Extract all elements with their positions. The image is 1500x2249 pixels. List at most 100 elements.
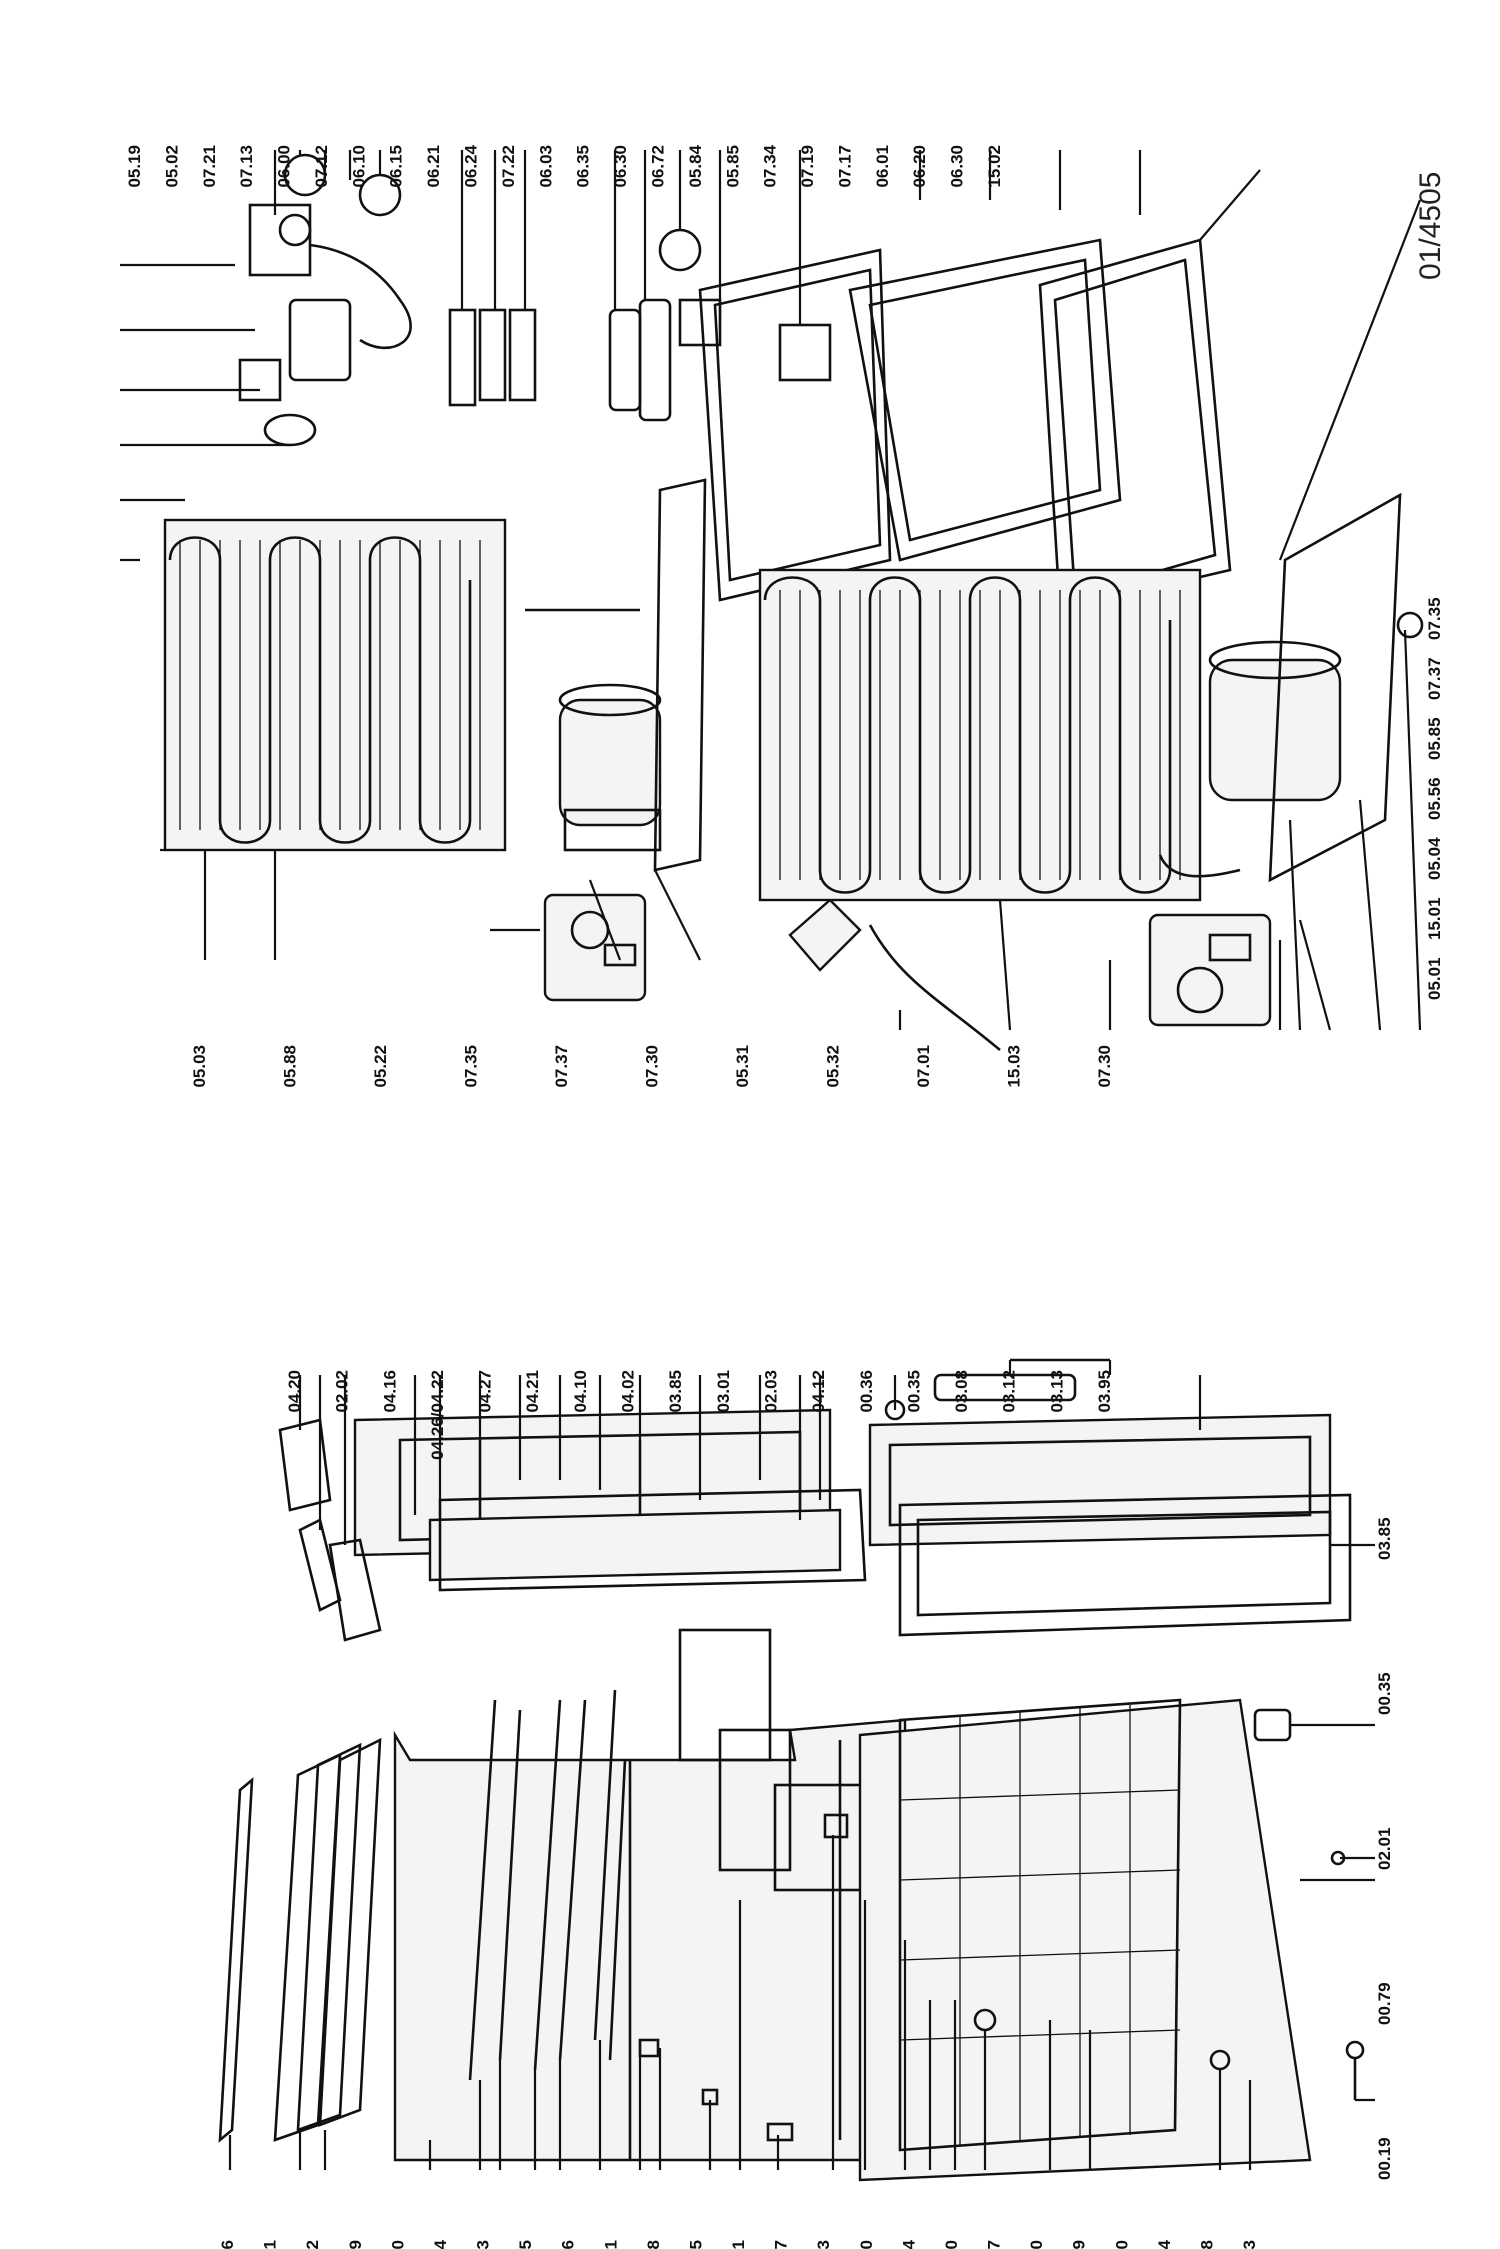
light-switch	[448, 308, 477, 407]
condenser-upper	[163, 518, 507, 852]
door-panel	[428, 1508, 842, 1582]
evaporator-box	[678, 1628, 772, 1762]
evaporator-plate-2	[1038, 238, 1232, 612]
part-number-label: 03.08	[952, 1370, 971, 1413]
glass-shelf	[318, 1737, 382, 2127]
part-number-label: 00.23	[814, 2240, 833, 2249]
part-number-label: 02.43	[474, 2240, 493, 2249]
part-number-label: 15.03	[1005, 1045, 1024, 1088]
part-number-label: 07.21	[200, 145, 219, 188]
part-number-label: 00.79	[1375, 1982, 1394, 2025]
part-number-label: 06.24	[462, 144, 481, 187]
freezer-compartment	[858, 1698, 1312, 2182]
part-number-label: 07.37	[1425, 657, 1444, 700]
part-number-label: 05.85	[723, 145, 742, 188]
part-number-label: 04.16	[380, 1370, 399, 1413]
part-number-label: 07.19	[798, 145, 817, 188]
power-cable	[868, 924, 1001, 1051]
drawing-code: 01/4505	[1414, 172, 1447, 280]
part-number-label: 00.20	[942, 2240, 961, 2249]
part-number-label: 05.32	[824, 1045, 843, 1088]
door-handle	[933, 1373, 1077, 1402]
cooling-section	[120, 150, 1424, 1051]
part-number-label: 00.26	[218, 2240, 237, 2249]
thermostat	[248, 203, 312, 277]
part-number-label: 07.30	[1095, 1045, 1114, 1088]
capillary-tube	[309, 243, 412, 350]
part-number-label: 07.44	[431, 2239, 450, 2249]
part-number-label: 05.02	[162, 145, 181, 188]
evaporator-frame	[698, 248, 892, 602]
part-number-label: 05.03	[190, 1045, 209, 1088]
base-plate-upper	[653, 478, 707, 872]
part-number-label: 07.35	[1425, 597, 1444, 640]
part-number-label: 07.35	[462, 1045, 481, 1088]
part-number-label: 03.95	[1095, 1370, 1114, 1413]
part-number-label: 05.04	[1425, 837, 1444, 880]
base-plate-lower	[1268, 492, 1402, 883]
part-number-label: 00.35	[904, 1370, 923, 1413]
part-number-label: 04.10	[571, 1370, 590, 1413]
part-number-label: 01.08	[644, 2240, 663, 2249]
lamp-holder	[238, 358, 282, 402]
part-number-label: 02.03	[761, 1370, 780, 1413]
condenser-upper-coil	[168, 536, 472, 844]
part-number-label: 07.12	[312, 145, 331, 188]
part-number-label: 00.19	[1375, 2137, 1394, 2180]
part-number-label: 07.30	[643, 1045, 662, 1088]
leader-lines-cabinet	[228, 1360, 1375, 2170]
part-number-label: 06.72	[648, 145, 667, 188]
part-number-label: 02.44	[1155, 2239, 1174, 2249]
part-number-label: 05.69	[1070, 2240, 1089, 2249]
hinge-piece	[1253, 1708, 1292, 1742]
part-number-label: 07.01	[914, 1045, 933, 1088]
part-number-label: 02.40	[388, 2240, 407, 2249]
part-number-label: 02.17	[985, 2240, 1004, 2249]
part-number-label: 00.01	[601, 2240, 620, 2249]
part-number-label: 05.19	[125, 145, 144, 188]
part-number-label: 06.35	[574, 145, 593, 188]
part-number-label: 05.84	[686, 144, 705, 187]
shelf-rail	[218, 1777, 254, 2143]
part-number-label: 00.36	[857, 1370, 876, 1413]
part-number-label: 06.30	[948, 145, 967, 188]
part-number-label: 06.21	[424, 145, 443, 188]
part-number-label: 05.01	[1425, 957, 1444, 1000]
part-number-label: 00.35	[1375, 1672, 1394, 1715]
lamp-bulb	[263, 413, 317, 447]
freezer-door-gasket	[898, 1493, 1352, 1637]
part-number-label: 06.20	[910, 145, 929, 188]
part-number-label: 04.21	[523, 1370, 542, 1413]
part-number-label: 05.31	[733, 1045, 752, 1088]
part-number-label: 00.24	[899, 2239, 918, 2249]
part-number-label: 07.22	[499, 145, 518, 188]
grommet	[1396, 611, 1424, 639]
part-number-label: 04.27	[476, 1370, 495, 1413]
part-number-label: 15.02	[985, 145, 1004, 188]
part-number-label: 00.47	[772, 2240, 791, 2249]
cabinet-section	[218, 1358, 1375, 2182]
part-number-label: 02.40	[1112, 2240, 1131, 2249]
part-number-label: 00.22	[303, 2240, 322, 2249]
freezer-basket	[898, 1698, 1182, 2152]
condenser-lower-fins	[779, 590, 1181, 880]
part-number-label: 07.13	[237, 145, 256, 188]
freezer-door	[868, 1413, 1332, 1547]
part-number-label: 06.00	[275, 145, 294, 188]
part-number-label: 05.85	[1425, 717, 1444, 760]
part-number-label: 03.12	[1000, 1370, 1019, 1413]
part-number-label: 02.45	[516, 2240, 535, 2249]
part-number-label: 01.15	[686, 2240, 705, 2249]
power-plug	[788, 898, 862, 972]
part-number-label: 06.03	[536, 145, 555, 188]
part-number-label: 02.01	[729, 2240, 748, 2249]
leveling-foot	[1345, 2040, 1365, 2060]
wire-basket-grid	[899, 1705, 1181, 2145]
part-number-label: 00.40	[857, 2240, 876, 2249]
part-number-label: 07.34	[761, 144, 780, 187]
part-labels: 00.2600.2100.2202.2902.4007.4402.4302.45…	[125, 144, 1444, 2249]
condenser-lower-coil	[763, 576, 1172, 894]
thermostat-knob-2	[658, 228, 702, 272]
part-number-label: 06.15	[387, 145, 406, 188]
part-number-label: 05.88	[281, 1045, 300, 1088]
